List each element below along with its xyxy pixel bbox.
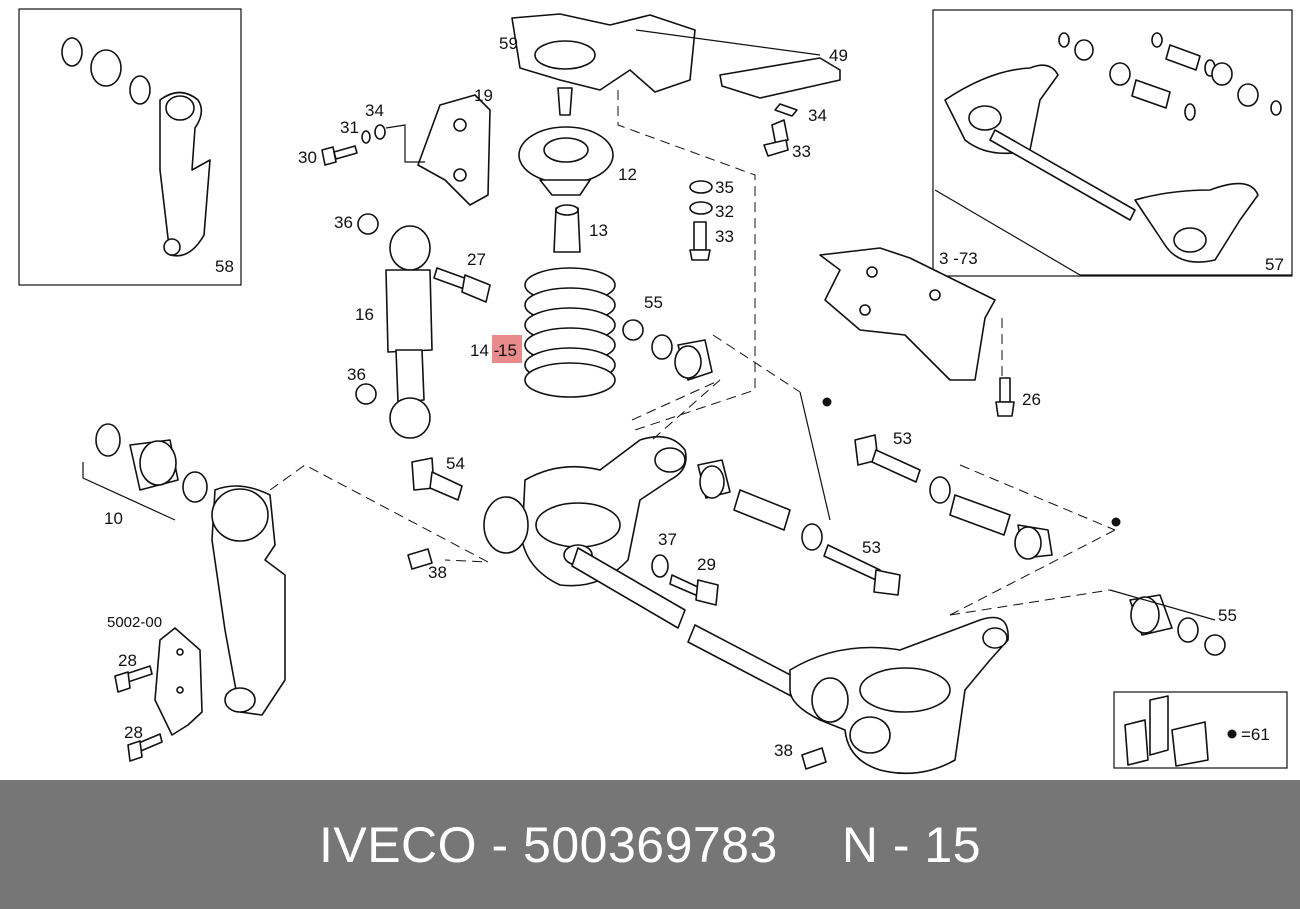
callout-38-left: 38 <box>428 563 447 582</box>
pin-38-right <box>801 747 827 770</box>
part-number: 500369783 <box>523 816 778 873</box>
callout-53-upper: 53 <box>893 429 912 448</box>
callout-33-lower: 33 <box>715 227 734 246</box>
bushing-set-55-lower <box>1129 594 1226 656</box>
callout-15-highlighted: 15 <box>498 341 517 360</box>
pin-38-left <box>407 548 433 570</box>
washers-35-32 <box>689 180 713 215</box>
chassis-bracket-3-73 <box>819 247 996 381</box>
washer-37-bolt-29 <box>651 554 719 606</box>
brand-name: IVECO <box>318 816 478 873</box>
axle-bar <box>571 547 801 698</box>
callout-59: 59 <box>499 34 518 53</box>
marker-dots <box>822 397 1237 739</box>
bolt-27 <box>433 267 491 303</box>
inset-57-parts <box>944 32 1282 263</box>
callout-55-lower: 55 <box>1218 606 1237 625</box>
callout-33-upper: 33 <box>792 142 811 161</box>
bolt-54 <box>411 457 463 501</box>
bump-stop-13 <box>553 204 581 253</box>
coil-spring-14-15 <box>524 267 616 398</box>
callout-29: 29 <box>697 555 716 574</box>
leader-lines <box>82 29 1292 621</box>
callout-58: 58 <box>215 257 234 276</box>
link-10 <box>95 423 286 716</box>
inset-box-57 <box>932 9 1293 277</box>
callout-30: 30 <box>298 148 317 167</box>
shock-absorber-16 <box>355 213 433 439</box>
bushing-set-55-upper <box>622 319 713 381</box>
top-mount-59 <box>511 13 696 116</box>
bushings-right <box>929 476 1053 560</box>
callout-13: 13 <box>589 221 608 240</box>
bolt-26 <box>995 377 1015 417</box>
trailing-arm-lower <box>789 616 1009 775</box>
callout-27: 27 <box>467 250 486 269</box>
callout-34-left: 34 <box>365 101 384 120</box>
bolts-28 <box>114 665 163 762</box>
reference-separator: - <box>892 816 910 873</box>
bushings-center <box>697 459 901 596</box>
bolt-53-upper <box>854 434 921 483</box>
callout-10: 10 <box>104 509 123 528</box>
part-number-banner: IVECO - 500369783 N - 15 <box>0 780 1300 909</box>
bolt-30 <box>321 124 386 166</box>
callout-38-right: 38 <box>774 741 793 760</box>
callout-19: 19 <box>474 86 493 105</box>
exploded-suspension-diagram: 59 49 34 34 31 30 19 12 35 32 33 33 13 3… <box>18 8 1293 775</box>
bolt-33-lower <box>689 221 711 261</box>
highlight-box-15 <box>492 335 522 363</box>
callout-31: 31 <box>340 118 359 137</box>
bracket-49 <box>719 57 841 117</box>
reference-prefix: N <box>841 816 879 873</box>
inset-58-parts <box>61 37 211 257</box>
callout-37: 37 <box>658 530 677 549</box>
callout-28-lower: 28 <box>124 723 143 742</box>
callout-35: 35 <box>715 178 734 197</box>
callout-32: 32 <box>715 202 734 221</box>
callout-16: 16 <box>355 305 374 324</box>
trailing-arm-upper <box>483 435 687 587</box>
callout-14: 14 - <box>470 341 499 360</box>
callout-36-lower: 36 <box>347 365 366 384</box>
callout-3-73: 3 -73 <box>939 249 978 268</box>
callout-labels: 59 49 34 34 31 30 19 12 35 32 33 33 13 3… <box>104 34 1284 760</box>
callout-57: 57 <box>1265 255 1284 274</box>
reference-number: 15 <box>924 816 982 873</box>
callout-36-upper: 36 <box>334 213 353 232</box>
bolt-33-upper <box>763 119 789 157</box>
bracket-19 <box>417 94 491 206</box>
callout-49: 49 <box>829 46 848 65</box>
plate-5002-00 <box>154 627 203 736</box>
spring-seat-12 <box>518 126 614 196</box>
callout-28-upper: 28 <box>118 651 137 670</box>
brand-separator: - <box>491 816 509 873</box>
callout-54: 54 <box>446 454 465 473</box>
legend-icon <box>1124 695 1209 767</box>
inset-box-58 <box>18 8 242 286</box>
callout-55-upper: 55 <box>644 293 663 312</box>
callout-12: 12 <box>618 165 637 184</box>
callout-26: 26 <box>1022 390 1041 409</box>
callout-61: =61 <box>1241 725 1270 744</box>
callout-53-lower: 53 <box>862 538 881 557</box>
legend-box <box>1113 691 1288 769</box>
callout-5002-00: 5002-00 <box>107 614 162 631</box>
callout-34-right: 34 <box>808 106 827 125</box>
